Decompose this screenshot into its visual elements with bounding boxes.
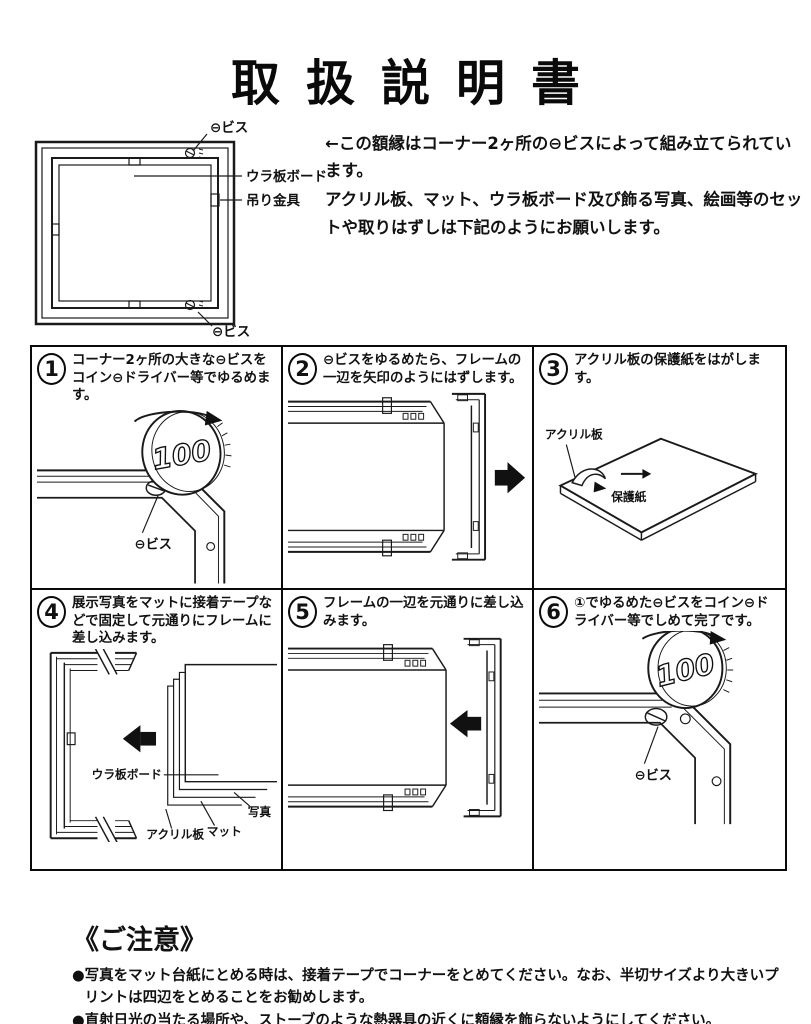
acrylic-sheet (558, 438, 758, 542)
step-1-text: コーナー2ヶ所の大きな⊖ビスをコイン⊖ドライバー等でゆるめます。 (72, 353, 271, 404)
frame-corner (37, 469, 226, 584)
screw-label: ⊖ビス (135, 536, 172, 552)
back-board-label: ウラ板ボード (92, 768, 162, 782)
step-5-number: 5 (288, 596, 317, 628)
step-4-text: 展示写真をマットに接着テープなどで固定して元通りにフレームに差し込みます。 (72, 596, 273, 647)
steps-grid: 1 コーナー2ヶ所の大きな⊖ビスをコイン⊖ドライバー等でゆるめます。 (30, 345, 787, 871)
rotate-arrow-icon (133, 410, 223, 426)
screw-bottom-label: ⊖ビス (212, 324, 250, 340)
notice-heading: 《ご注意》 (72, 925, 207, 956)
rotate-arrow-icon (641, 631, 727, 646)
corner-screw-top (184, 147, 204, 159)
left-arrow-icon (122, 725, 157, 753)
frame-open-side (288, 397, 445, 557)
corner-screw-bottom (184, 299, 204, 311)
mat-label: マット (207, 824, 242, 838)
step-1: 1 コーナー2ヶ所の大きな⊖ビスをコイン⊖ドライバー等でゆるめます。 (32, 347, 283, 590)
intro-text: ←この額縁はコーナー2ヶ所の⊖ビスによって組み立てられています。 アクリル板、マ… (325, 130, 805, 243)
step-6-number: 6 (539, 596, 568, 628)
step-3: 3 アクリル板の保護紙をはがします。 (534, 347, 785, 590)
screw-label: ⊖ビス (635, 768, 672, 784)
frame-overview-diagram: ⊖ビス ウラ板ボード 吊り金具 ⊖ビス (34, 120, 327, 340)
frame-open-side (288, 644, 447, 812)
step-6: 6 ①でゆるめた⊖ビスをコイン⊖ドライバー等でしめて完了です。 (534, 590, 785, 869)
step-4-number: 4 (37, 596, 66, 628)
step-5-text: フレームの一辺を元通りに差し込みます。 (323, 596, 524, 629)
right-arrow-icon (494, 462, 526, 494)
step-4: 4 展示写真をマットに接着テープなどで固定して元通りにフレームに差し込みます。 (32, 590, 283, 869)
notice-section: 《ご注意》 ● 写真をマット台紙にとめる時は、接着テープでコーナーをとめてくださ… (72, 918, 784, 1024)
step-5: 5 フレームの一辺を元通りに差し込みます。 (283, 590, 534, 869)
left-arrow-icon (449, 710, 482, 738)
step-6-text: ①でゆるめた⊖ビスをコイン⊖ドライバー等でしめて完了です。 (574, 596, 769, 629)
detached-side-bar (451, 393, 487, 562)
intro-paragraph-2: アクリル板、マット、ウラ板ボード及び飾る写真、絵画等のセットや取りはずしは下記の… (325, 190, 803, 237)
screw-top-label: ⊖ビス (210, 120, 248, 136)
bullet-icon: ● (72, 968, 85, 984)
hanger-clip (210, 193, 220, 207)
step-2-number: 2 (288, 353, 317, 385)
frame-back-view (34, 140, 236, 326)
frame-side-cutaway (49, 649, 138, 843)
side-bar (463, 638, 502, 818)
step-3-number: 3 (539, 353, 568, 385)
photo-label: 写真 (248, 805, 272, 819)
frame-corner (539, 692, 732, 825)
step-4-diagram: ウラ板ボード アクリル板 マット 写真 (49, 649, 277, 843)
notice-item-text: 直射日光の当たる場所や、ストーブのような熱器具の近くに額縁を飾らないようにしてく… (84, 1012, 721, 1024)
step-2-diagram (288, 393, 526, 562)
notice-item: ● 直射日光の当たる場所や、ストーブのような熱器具の近くに額縁を飾らないようにし… (72, 1010, 784, 1024)
page-title: 取扱説明書 (230, 55, 606, 112)
step-1-diagram: 100 ⊖ビス (37, 410, 232, 584)
coin: 100 (141, 410, 232, 496)
peel-direction-arrow-icon (620, 469, 652, 480)
acrylic-label: アクリル板 (146, 827, 204, 841)
notice-item: ● 写真をマット台紙にとめる時は、接着テープでコーナーをとめてください。なお、半… (72, 965, 784, 1010)
step-3-diagram: アクリル板 保護紙 (545, 428, 758, 542)
step-5-diagram (288, 638, 502, 818)
notice-item-text: 写真をマット台紙にとめる時は、接着テープでコーナーをとめてください。なお、半切サ… (84, 968, 779, 1007)
flat-screw (644, 708, 691, 727)
step-2: 2 ⊖ビスをゆるめたら、フレームの一辺を矢印のようにはずします。 (283, 347, 534, 590)
step-3-text: アクリル板の保護紙をはがします。 (574, 353, 761, 386)
step-6-diagram: 100 ⊖ビス (539, 631, 734, 825)
protective-paper-label: 保護紙 (610, 491, 646, 505)
step-2-text: ⊖ビスをゆるめたら、フレームの一辺を矢印のようにはずします。 (323, 353, 523, 386)
back-board-label: ウラ板ボード (246, 168, 327, 185)
notice-list: ● 写真をマット台紙にとめる時は、接着テープでコーナーをとめてください。なお、半… (72, 965, 784, 1024)
intro-paragraph-1: ←この額縁はコーナー2ヶ所の⊖ビスによって組み立てられています。 (325, 134, 792, 181)
step-1-number: 1 (37, 353, 66, 385)
coin: 100 (647, 631, 734, 710)
peeling-corner (571, 468, 607, 493)
hanger-label: 吊り金具 (246, 192, 300, 209)
bullet-icon: ● (72, 1012, 85, 1024)
layer-stack (167, 663, 277, 806)
acrylic-label: アクリル板 (545, 428, 603, 442)
